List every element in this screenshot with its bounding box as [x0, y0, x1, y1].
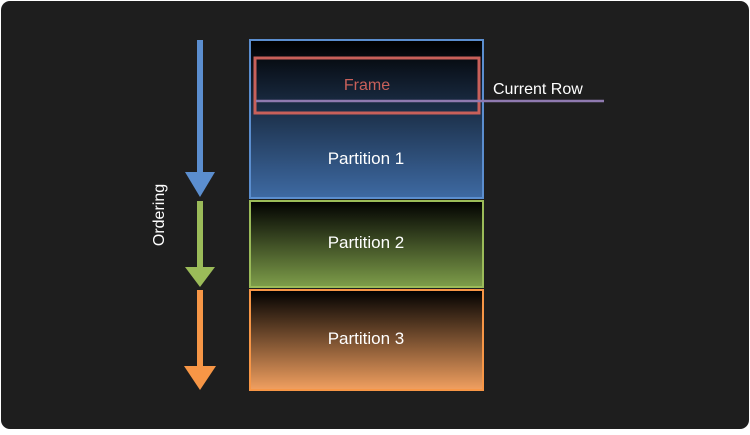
partition-3-label: Partition 3 — [328, 329, 405, 348]
ordering-arrow-2 — [185, 201, 215, 287]
partition-2-label: Partition 2 — [328, 233, 405, 252]
frame-box: Frame — [253, 56, 481, 115]
partition-3: Partition 3 — [249, 289, 484, 391]
partition-2: Partition 2 — [249, 200, 484, 288]
frame-label: Frame — [344, 77, 390, 94]
partition-1-label: Partition 1 — [328, 149, 405, 168]
current-row-label: Current Row — [493, 81, 583, 98]
ordering-arrow-1 — [185, 40, 215, 197]
ordering-arrow-3 — [184, 290, 216, 390]
partition-1: Partition 1 — [249, 39, 484, 199]
ordering-label: Ordering — [151, 184, 168, 246]
